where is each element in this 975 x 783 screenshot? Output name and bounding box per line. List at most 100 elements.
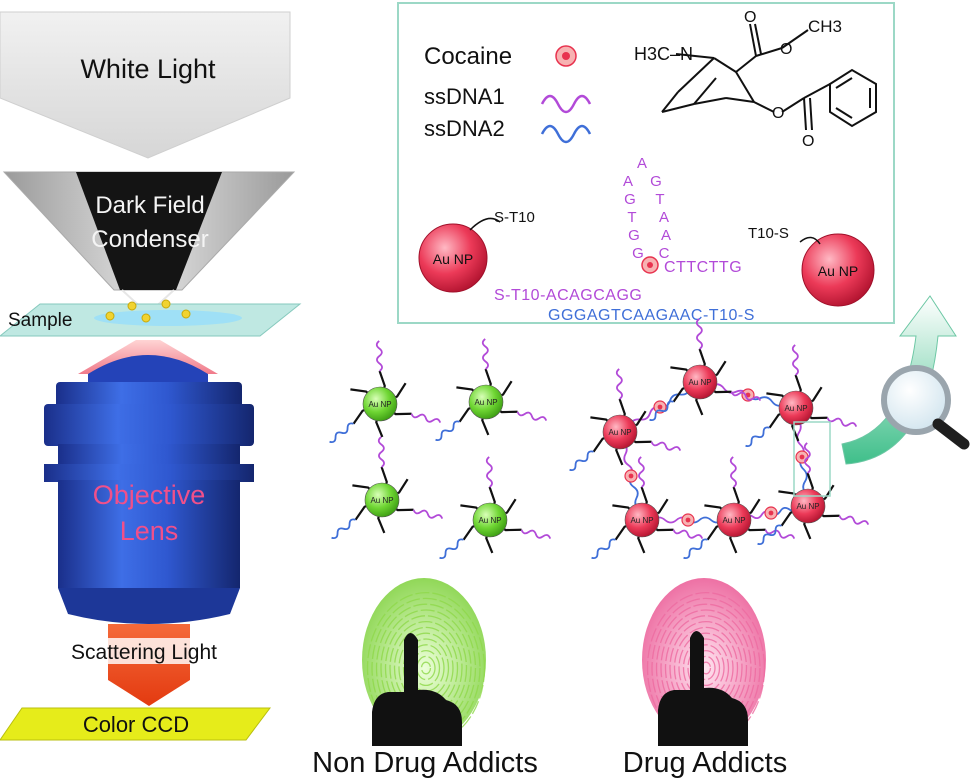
- color-ccd: [0, 707, 271, 741]
- dispersed-nanoparticles: Au NP Au NP Au NP Au NP: [329, 338, 552, 559]
- dna-strand: [410, 413, 442, 423]
- au-nanoparticle-core: [362, 386, 398, 422]
- legend-ssdna1-label: ssDNA1: [424, 84, 505, 109]
- dna-strand: [803, 442, 811, 474]
- sample-particles: [105, 299, 191, 323]
- ester-oxygen-2: O: [772, 105, 784, 122]
- loop-left-base: G: [632, 245, 644, 262]
- condenser-label-line2: Condenser: [91, 226, 208, 253]
- zoom-highlight-box: [793, 421, 831, 497]
- dna-strand: [329, 422, 354, 443]
- right-linker-label: T10-S: [748, 225, 789, 242]
- au-nanoparticle: Au NP: [649, 318, 762, 421]
- sample-label: Sample: [8, 310, 72, 331]
- au-nanoparticle-core: [778, 390, 814, 426]
- au-np-right-label: Au NP: [818, 263, 858, 279]
- au-nanoparticle: Au NP: [329, 340, 442, 443]
- dna-strand: [637, 456, 645, 488]
- au-nanoparticle-core: [790, 488, 826, 524]
- dna-strand: [791, 344, 799, 376]
- fingerprint-ridge: [691, 649, 721, 687]
- aptamer-loop-left: A G T G G: [623, 173, 644, 262]
- dna-strand: [650, 441, 682, 451]
- white-light-arrow: [0, 11, 291, 159]
- au-nanoparticle-label: Au NP: [474, 398, 497, 407]
- fingerprint-ridge: [411, 649, 441, 687]
- ester-methyl-label: CH3: [808, 17, 842, 36]
- au-nanoparticle: Au NP: [439, 456, 552, 559]
- cocaine-molecule-icon: [764, 506, 778, 520]
- au-nanoparticle-label: Au NP: [630, 516, 653, 525]
- dna-strand: [435, 420, 460, 441]
- ester-oxygen-1: O: [780, 41, 792, 58]
- dna-strand: [485, 456, 493, 488]
- dna-strand: [481, 338, 489, 370]
- dna-strand: [591, 538, 616, 559]
- right-linker-tether: [799, 236, 821, 245]
- carbonyl-oxygen-2: O: [802, 133, 814, 150]
- cocaine-molecule-icon: [795, 450, 809, 464]
- microscope: White Light Dark Field Condenser Sample: [0, 11, 302, 741]
- loop-left-base: A: [623, 173, 633, 190]
- cocaine-icon: [555, 45, 577, 67]
- dna-strand: [331, 518, 356, 539]
- au-nanoparticle-label: Au NP: [370, 496, 393, 505]
- dna-strand: [826, 417, 858, 427]
- loop-right-base: A: [659, 209, 669, 226]
- hand-icon-negative: [372, 633, 462, 746]
- fingerprint-ridge: [696, 655, 716, 681]
- group-label-non-drug-addicts: Non Drug Addicts: [312, 747, 538, 779]
- fingerprint-ridge: [420, 661, 432, 675]
- ssdna1-sequence-right: CTTCTTG: [664, 259, 742, 276]
- cocaine-structure: [661, 23, 877, 131]
- dna-strand: [757, 524, 782, 545]
- legend-cocaine-label: Cocaine: [424, 43, 512, 70]
- loop-left-base: G: [624, 191, 636, 208]
- au-nanoparticle-core: [624, 502, 660, 538]
- carbonyl-oxygen-1: O: [744, 9, 756, 26]
- dna-strand: [730, 391, 762, 401]
- dna-strand: [516, 411, 548, 421]
- condenser-core: [76, 172, 222, 290]
- dna-strand: [672, 529, 704, 539]
- loop-left-base: G: [628, 227, 640, 244]
- au-nanoparticle: Au NP: [745, 344, 858, 447]
- aptamer-panel: Cocaine ssDNA1 ssDNA2: [397, 2, 895, 324]
- au-nanoparticle-label: Au NP: [478, 516, 501, 525]
- loop-right-base: C: [659, 245, 670, 262]
- au-np-right: [801, 233, 875, 307]
- au-nanoparticle: Au NP: [569, 368, 682, 471]
- legend-ssdna2-label: ssDNA2: [424, 116, 505, 141]
- scattering-light-beam: [108, 624, 190, 706]
- n-methyl-label: H3C–N: [634, 44, 693, 64]
- sample-spot: [94, 310, 242, 326]
- au-nanoparticle-core: [472, 502, 508, 538]
- au-nanoparticle-core: [364, 482, 400, 518]
- dna-strand: [695, 318, 703, 350]
- dna-strand: [683, 538, 708, 559]
- au-nanoparticle-label: Au NP: [688, 378, 711, 387]
- au-np-left: [418, 223, 488, 293]
- ssdna2-wave-icon: [540, 124, 592, 144]
- objective-label-line1: Objective: [93, 480, 206, 510]
- au-nanoparticle-label: Au NP: [368, 400, 391, 409]
- au-nanoparticle-core: [602, 414, 638, 450]
- ssdna2-sequence: GGGAGTCAAGAAC-T10-S: [548, 307, 755, 324]
- magnifier-icon: [881, 365, 970, 450]
- fingerprint-ridge: [398, 632, 454, 704]
- loop-right-base: G: [650, 173, 662, 190]
- bound-cocaine-icon: [641, 256, 659, 274]
- fingerprint-ridge: [700, 661, 712, 675]
- dna-strand: [615, 368, 623, 400]
- au-nanoparticle: Au NP: [683, 456, 796, 559]
- cocaine-molecule-icon: [681, 513, 695, 527]
- condenser-label-line1: Dark Field: [95, 192, 204, 219]
- objective-lens: [44, 355, 254, 624]
- aptamer-loop-right: G T A A C: [650, 173, 671, 262]
- au-nanoparticle-core: [682, 364, 718, 400]
- left-linker-tether: [469, 217, 501, 231]
- au-nanoparticle-label: Au NP: [784, 404, 807, 413]
- au-nanoparticle: Au NP: [331, 436, 444, 539]
